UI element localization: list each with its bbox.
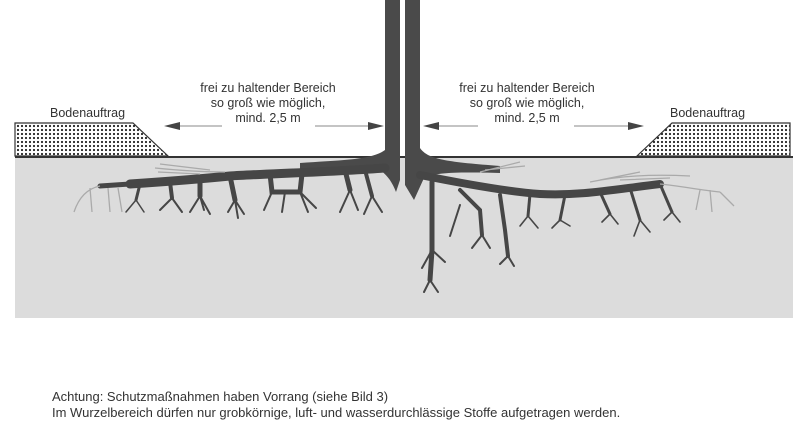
soil-fill-label-left: Bodenauftrag xyxy=(50,106,126,120)
zone-left-line2: so groß wie möglich, xyxy=(210,96,326,110)
dimension-arrow-right-zone xyxy=(423,122,644,130)
caption-note-line1: Achtung: Schutzmaßnahmen haben Vorrang (… xyxy=(52,389,389,404)
zone-right-line1: frei zu haltender Bereich xyxy=(459,81,595,95)
soil-fill-label-right: Bodenauftrag xyxy=(670,106,746,120)
root-system-left xyxy=(97,163,390,219)
zone-right-line3: mind. 2,5 m xyxy=(494,111,560,125)
fine-roots-left xyxy=(73,163,226,213)
caption-note-line2: Im Wurzelbereich dürfen nur grobkörnige,… xyxy=(52,405,621,420)
zone-right-line2: so groß wie möglich, xyxy=(469,96,585,110)
soil-fill-mound-left xyxy=(14,122,170,157)
protection-zone-label-right: frei zu haltender Bereich so groß wie mö… xyxy=(447,81,607,126)
zone-left-line1: frei zu haltender Bereich xyxy=(200,81,336,95)
zone-left-line3: mind. 2,5 m xyxy=(235,111,301,125)
protection-zone-label-left: frei zu haltender Bereich so groß wie mö… xyxy=(188,81,348,126)
soil-fill-mound-right xyxy=(635,122,791,157)
dimension-arrow-left-zone xyxy=(164,122,384,130)
tree-trunk xyxy=(300,0,500,200)
fine-roots-right xyxy=(479,161,735,213)
caption-notes: Achtung: Schutzmaßnahmen haben Vorrang (… xyxy=(52,389,620,421)
root-system-right xyxy=(416,171,681,293)
